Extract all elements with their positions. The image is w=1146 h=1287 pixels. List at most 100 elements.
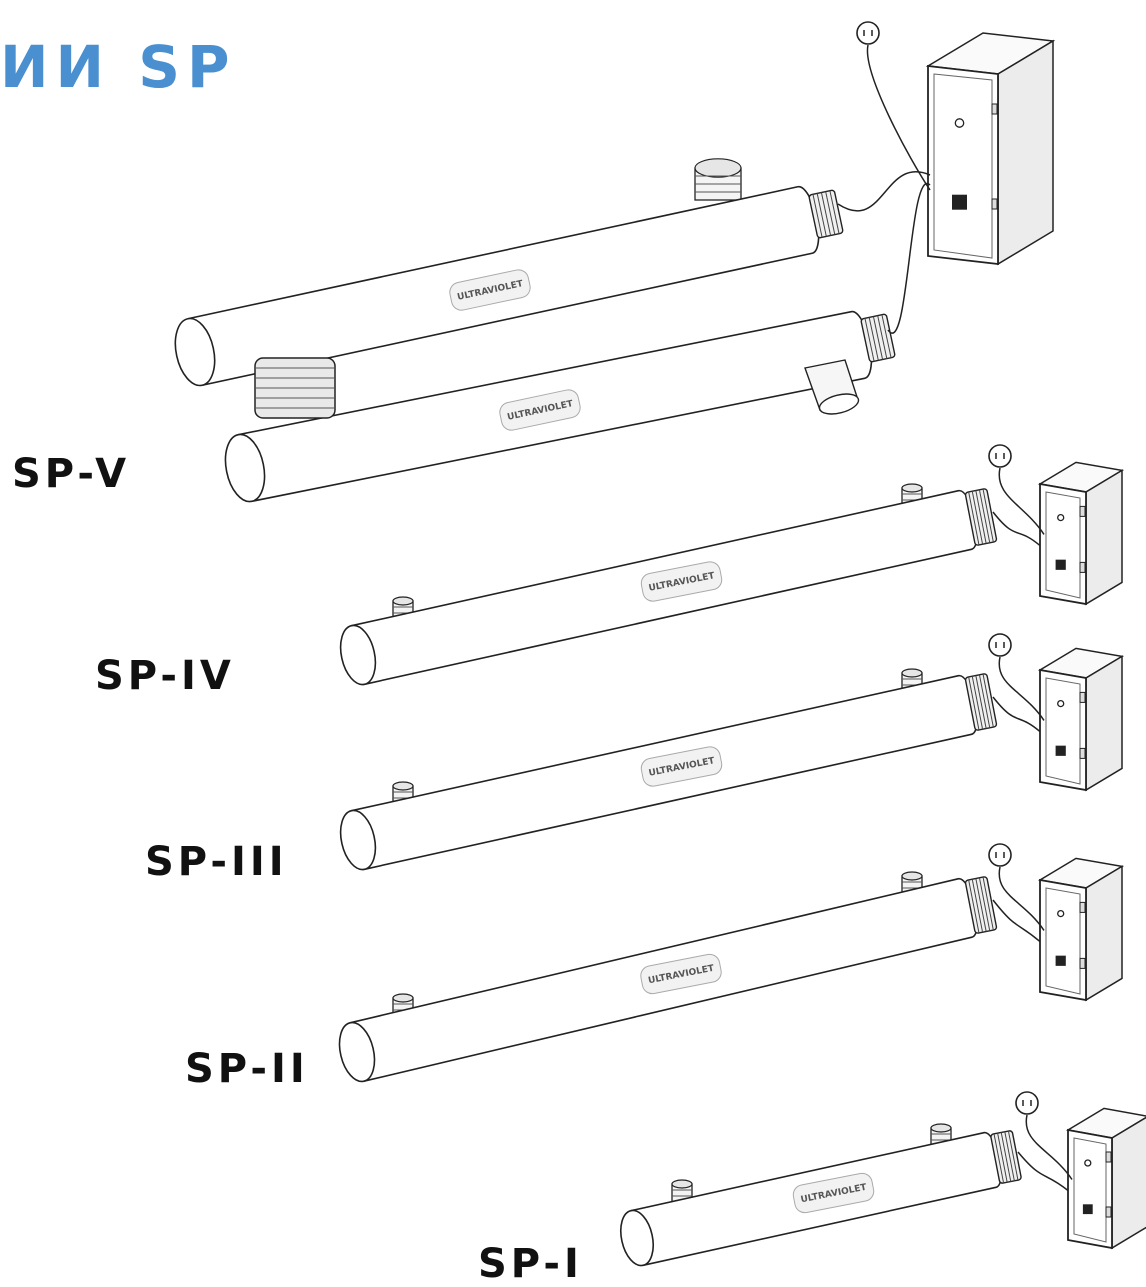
nut-rib [975,675,987,729]
sp-i-logo: ULTRAVIOLET [792,1172,875,1214]
port-top [392,781,414,791]
box-front [1039,668,1087,792]
port-top [930,1123,952,1133]
sp-i-control-box [1065,1107,1146,1250]
sp-v-tube-coupling [254,357,336,419]
sp-v-upper-logo: ULTRAVIOLET [449,269,531,311]
tube-end-cap [339,624,377,686]
logo-sticker [640,561,723,602]
port-top [901,483,923,493]
nut-rib [1004,1131,1015,1181]
box-hinge [1105,1151,1112,1163]
plug-head-icon [988,633,1012,657]
box-hinge [1079,561,1086,573]
power-cord [998,656,1045,721]
nut-rib [978,877,991,931]
unit-sp-iii: ULTRAVIOLET [339,633,1125,871]
indicator-lamp-icon [1084,1159,1092,1167]
sp-v-lower-logo: ULTRAVIOLET [499,389,581,431]
nut-rib [993,1133,1005,1184]
sp-v-lower-nut [860,313,896,363]
nut-rib [982,674,994,728]
logo-sticker [792,1172,875,1214]
plug-head-icon [988,444,1012,468]
logo-sticker [640,953,722,995]
power-switch-icon [952,194,967,210]
nut-rib [971,491,984,545]
nut-rib [872,316,884,360]
sp-ii-cable [992,899,1041,943]
power-cord [866,44,931,191]
power-switch-icon [1055,955,1066,966]
page-title: ИИ SP [0,33,237,101]
sp-v-cable-upper [837,171,931,212]
sp-i-power-plug [1015,1091,1073,1180]
box-hinge [1079,901,1086,913]
sp-i-cable [1017,1151,1069,1192]
box-hinge [991,198,998,210]
nut-rib [1007,1130,1019,1181]
box-front-bezel [1073,1137,1107,1243]
port-top [392,596,414,606]
sp-v-power-plug [856,21,931,191]
sp-ii-control-box [1037,857,1125,1002]
box-side [1085,655,1123,792]
box-hinge [1079,957,1086,969]
box-front-bezel [1045,677,1081,785]
outlet-mouth [818,393,860,415]
nut-rib [982,489,994,543]
indicator-lamp-icon [954,118,965,128]
sp-ii-power-plug [988,843,1045,931]
sp-iv-control-box [1037,461,1125,606]
port-top [392,993,414,1003]
power-cord [1025,1114,1073,1180]
nut-rib [968,491,980,545]
nut-rib [1000,1132,1012,1182]
sp-i-nut [990,1130,1022,1184]
nut-rib [868,317,879,361]
tube-end-cap [339,809,377,871]
port-top [901,668,923,678]
nut-rib [881,314,892,358]
tube-end-cap [224,433,266,503]
sp-iv-power-plug [988,444,1045,535]
sp-iii-control-box [1037,647,1125,792]
model-label-sp-iii: SP-III [145,839,288,885]
box-side [1111,1116,1146,1250]
nut-rib [816,193,827,237]
box-front-bezel [1045,887,1081,995]
sp-iii-cable [992,696,1041,733]
nut-rib [978,674,991,728]
unit-sp-i: ULTRAVIOLET [619,1091,1146,1267]
box-front [927,64,999,266]
box-hinge [1079,691,1086,703]
plug-head-icon [988,843,1012,867]
plug-head-icon [1015,1091,1039,1115]
sp-ii-logo: ULTRAVIOLET [640,953,722,995]
nut-rib [864,318,875,362]
model-label-sp-v: SP-V [12,451,131,497]
tube-end-cap [174,317,216,387]
nut-rib [820,192,832,236]
logo-sticker [640,746,723,787]
box-side [1085,469,1123,606]
box-front [1067,1128,1113,1250]
box-front-bezel [933,73,993,259]
nut-rib [825,191,836,235]
indicator-lamp-icon [1057,699,1065,708]
box-side [997,39,1054,266]
unit-sp-v: ULTRAVIOLET ULTRAVIOLET [174,21,1056,503]
box-front [1039,878,1087,1002]
model-label-sp-i: SP-I [478,1241,583,1287]
power-switch-icon [1082,1204,1093,1215]
tube-end-cap [619,1209,655,1267]
indicator-lamp-icon [1057,513,1065,522]
nut-rib [975,490,987,544]
power-cord [998,467,1045,535]
box-hinge [1105,1206,1112,1218]
tube-end-cap [338,1021,376,1083]
sp-iii-nut [964,673,998,731]
sp-iv-nut [964,488,998,546]
sp-ii-nut [964,876,998,934]
